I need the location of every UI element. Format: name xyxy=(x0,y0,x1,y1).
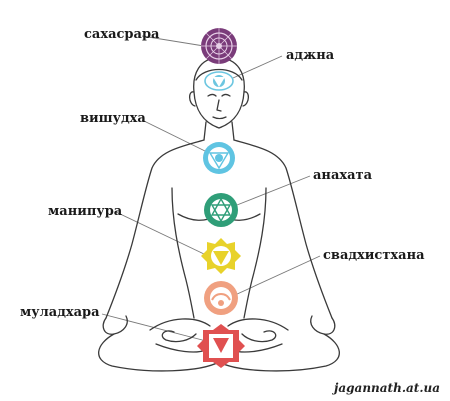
label-vishuddha: вишудха xyxy=(80,111,146,126)
sahasrara-chakra-icon xyxy=(201,28,237,64)
leader-vishuddha xyxy=(141,119,208,153)
vishuddha-chakra-icon xyxy=(203,142,235,174)
leader-lines xyxy=(101,35,321,343)
leader-manipura xyxy=(115,211,205,255)
watermark: jagannath.at.ua xyxy=(334,381,440,395)
label-anahata: анахата xyxy=(313,168,373,183)
manipura-chakra-icon xyxy=(201,238,241,274)
leader-sahasrara xyxy=(141,35,205,47)
label-ajna: аджна xyxy=(286,48,335,63)
svadhisthana-chakra-icon xyxy=(204,281,238,315)
label-sahasrara: сахасрара xyxy=(84,27,160,42)
anahata-chakra-icon xyxy=(204,193,238,227)
leader-svadhisthana xyxy=(234,255,321,296)
muladhara-chakra-icon xyxy=(197,324,245,368)
body-outline xyxy=(98,57,340,372)
label-manipura: манипура xyxy=(48,204,123,219)
leader-anahata xyxy=(236,175,311,206)
leader-ajna xyxy=(232,55,283,79)
label-svadhisthana: свадхистхана xyxy=(323,248,425,263)
ajna-chakra-icon xyxy=(204,71,234,91)
label-muladhara: муладхара xyxy=(20,305,100,320)
